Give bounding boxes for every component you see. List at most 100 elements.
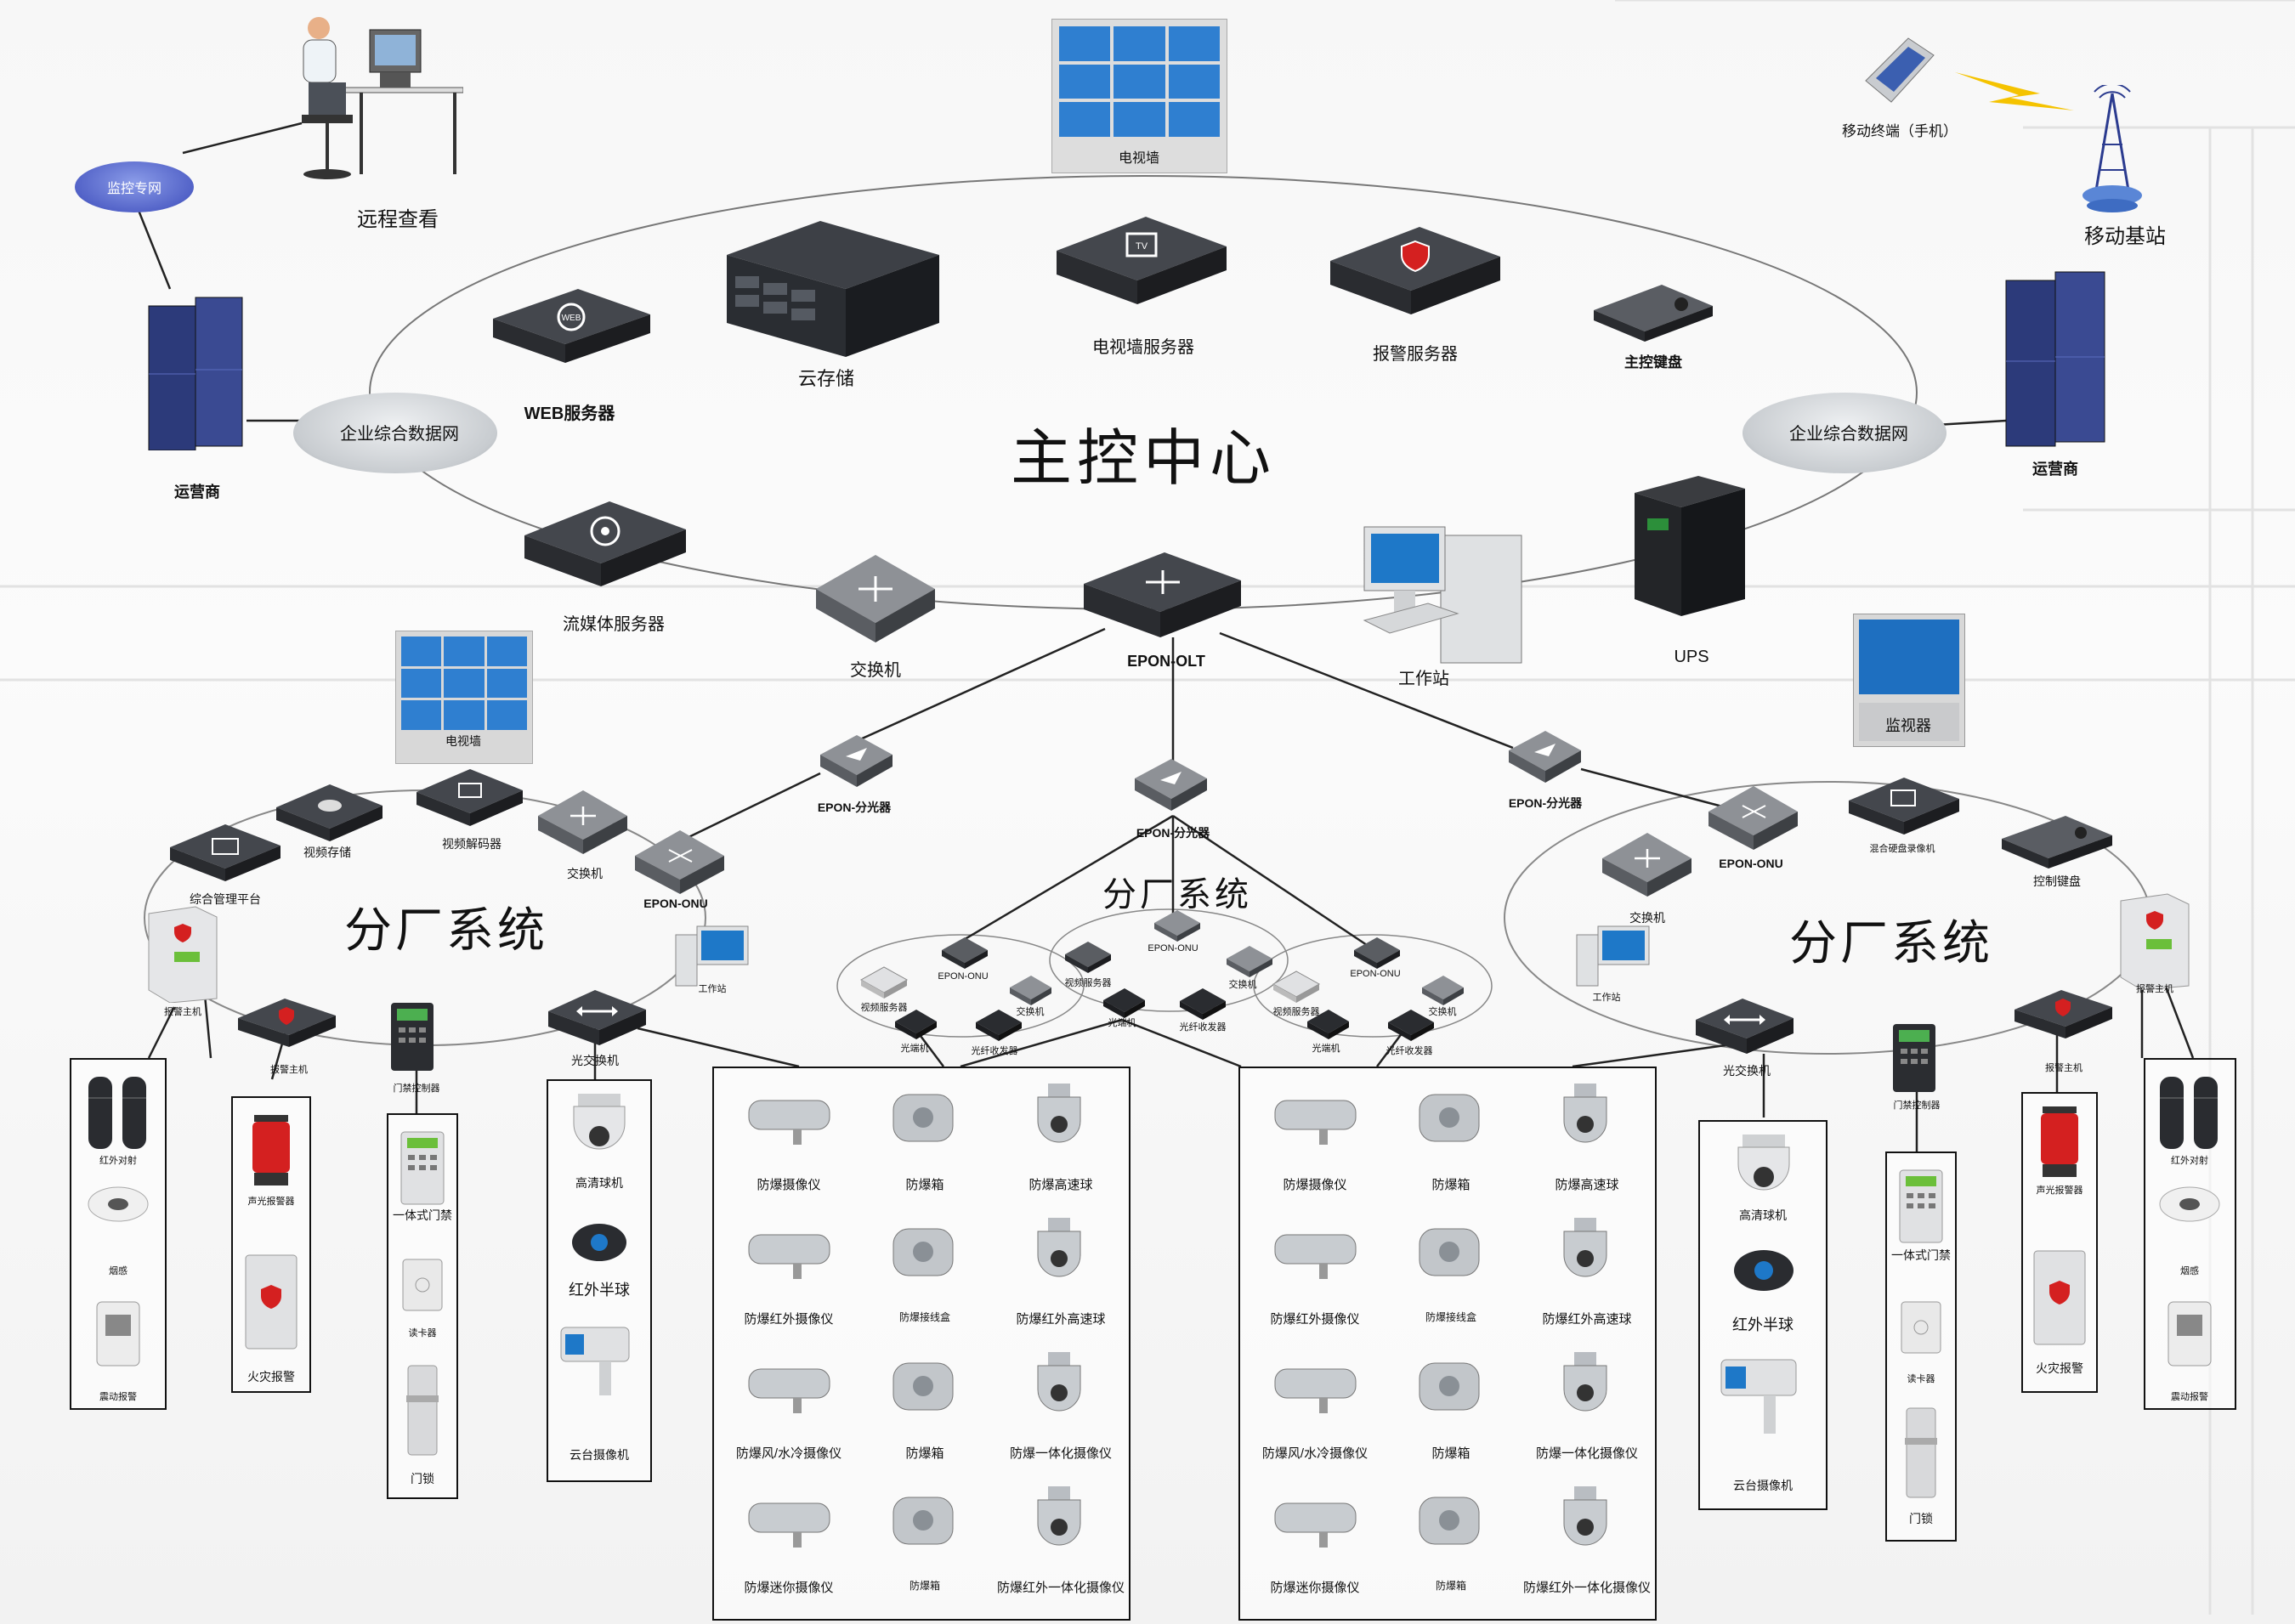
ptz-camera-icon [1720,1359,1797,1434]
web-server-label: WEB服务器 [524,405,615,423]
splitter-mid-label: EPON-分光器 [1136,826,1210,840]
onu-b-icon [1154,910,1200,942]
middle-branch-title: 分厂系统 [1102,875,1252,914]
left-mgmt-platform-label: 综合管理平台 [190,892,261,906]
explosion-proof-item: 防爆摄像仪 [721,1075,857,1209]
explosion-proof-item: 防爆高速球 [1519,1075,1655,1209]
tv-wall-top-label: 电视墙 [1118,151,1160,166]
explosion-proof-item-label: 防爆箱 [905,1446,944,1461]
left-col1-item-1-label: 红外对射 [99,1156,137,1166]
door-lock-icon [406,1365,439,1456]
mobile-terminal-label: 移动终端（手机） [1842,123,1958,139]
explosion-proof-device-icon [1037,1486,1081,1546]
card-reader-icon [402,1259,443,1311]
explosion-proof-item-label: 防爆接线盒 [1425,1311,1477,1323]
operator-right-servers-icon [2005,271,2105,447]
transceiver-b-icon [1103,988,1145,1018]
explosion-proof-device-icon [1274,1502,1357,1548]
explosion-proof-device-icon [1563,1352,1607,1412]
monitor-net-cloud-icon [75,161,194,212]
ir-dome-icon [572,1224,626,1261]
left-col1-box: 红外对射 烟感 震动报警 [70,1058,167,1410]
explosion-proof-item: 防爆摄像仪 [1247,1075,1383,1209]
hd-dome-icon [573,1094,626,1150]
right-alarm-host-panel-label: 报警主机 [2136,984,2173,994]
right-branch-title: 分厂系统 [1789,916,1993,971]
left-col2-item-2-label: 火灾报警 [247,1370,295,1384]
left-alarm-host-label: 报警主机 [270,1065,308,1075]
explosion-proof-item: 防爆箱 [1383,1344,1519,1478]
left-col4-item-1-label: 高清球机 [575,1176,623,1190]
explosion-proof-item-label: 防爆迷你摄像仪 [1270,1581,1360,1595]
small-c2-label: 交换机 [1428,1007,1457,1017]
right-col1-box: 高清球机 红外半球 云台摄像机 [1698,1120,1828,1510]
explosion-proof-item: 防爆红外一体化摄像仪 [1519,1478,1655,1612]
explosion-proof-item-label: 防爆一体化摄像仪 [1009,1446,1113,1461]
cloud-storage-label: 云存储 [797,368,855,389]
svg-text:TV: TV [1136,241,1148,252]
explosion-proof-item: 防爆箱 [1383,1478,1519,1612]
left-video-storage-icon [276,784,382,841]
explosion-proof-item: 防爆箱 [857,1075,993,1209]
explosion-proof-item-label: 防爆高速球 [1555,1178,1619,1192]
left-onu-icon [635,830,724,894]
explosion-proof-device-icon [1037,1352,1081,1412]
fiber-a-label: 光纤收发器 [971,1046,1018,1056]
web-server-icon: WEB [493,289,650,363]
siren-icon [2041,1106,2078,1177]
integrated-access-icon [1899,1169,1943,1243]
explosion-proof-item: 防爆高速球 [993,1075,1129,1209]
operator-servers-icon [148,297,243,450]
main-keyboard-icon [1594,285,1713,342]
left-mgmt-platform-icon [170,824,280,881]
explosion-proof-item-label: 防爆红外高速球 [1016,1312,1106,1327]
left-video-decoder-label: 视频解码器 [442,837,502,851]
left-optical-switch-icon [548,990,646,1045]
explosion-proof-box-left: 防爆摄像仪防爆箱防爆高速球防爆红外摄像仪防爆接线盒防爆红外高速球防爆风/水冷摄像… [712,1067,1130,1621]
left-optical-switch-label: 光交换机 [571,1054,619,1067]
explosion-proof-item-label: 防爆摄像仪 [1283,1178,1347,1192]
right-col1-item-1-label: 高清球机 [1739,1208,1787,1222]
splitter-right-label: EPON-分光器 [1508,796,1583,810]
switch-b-icon [1227,946,1272,977]
onu-a-icon [942,937,988,969]
left-alarm-host-panel-label: 报警主机 [164,1007,201,1017]
streaming-server-label: 流媒体服务器 [563,615,665,634]
left-access-controller-icon [391,1003,434,1071]
ups-icon [1635,476,1745,616]
ir-dome-icon [1734,1250,1794,1291]
transceiver-a-label: 光端机 [900,1044,929,1054]
explosion-proof-item: 防爆接线盒 [857,1209,993,1344]
onu-c-label: EPON-ONU [1350,969,1401,979]
explosion-proof-item-label: 防爆红外摄像仪 [1270,1312,1360,1327]
explosion-proof-item-label: 防爆红外摄像仪 [744,1312,834,1327]
right-col3-item-1-label: 声光报警器 [2036,1185,2083,1196]
small-b1-label: 视频服务器 [1064,978,1112,988]
left-col2-box: 声光报警器 火灾报警 [231,1096,311,1393]
explosion-proof-device-icon [1274,1234,1357,1279]
enterprise-net-left-cloud-icon [293,393,497,473]
explosion-proof-device-icon [1274,1100,1357,1145]
left-switch-icon [538,790,627,854]
explosion-proof-device-icon [1274,1368,1357,1413]
ir-beam-icon [88,1077,146,1149]
onu-a-label: EPON-ONU [938,971,989,982]
base-station-icon [2082,85,2142,212]
explosion-proof-device-icon [892,1362,954,1411]
left-alarm-host-icon [238,999,336,1047]
explosion-proof-item-label: 防爆高速球 [1028,1178,1093,1192]
left-branch-title: 分厂系统 [344,903,548,959]
explosion-proof-item-label: 防爆风/水冷摄像仪 [735,1446,842,1461]
fiber-b-label: 光纤收发器 [1179,1022,1227,1033]
svg-text:WEB: WEB [562,314,581,323]
phone-icon [1865,37,1935,103]
explosion-proof-device-icon [1563,1084,1607,1143]
explosion-proof-device-icon [1419,1228,1480,1276]
small-a2-label: 交换机 [1016,1007,1045,1017]
right-switch-icon [1602,833,1692,897]
switch-a-icon [1010,976,1051,1005]
workstation-center-icon [1363,526,1522,664]
workstation-center-label: 工作站 [1398,670,1449,688]
fire-alarm-icon [245,1254,298,1350]
